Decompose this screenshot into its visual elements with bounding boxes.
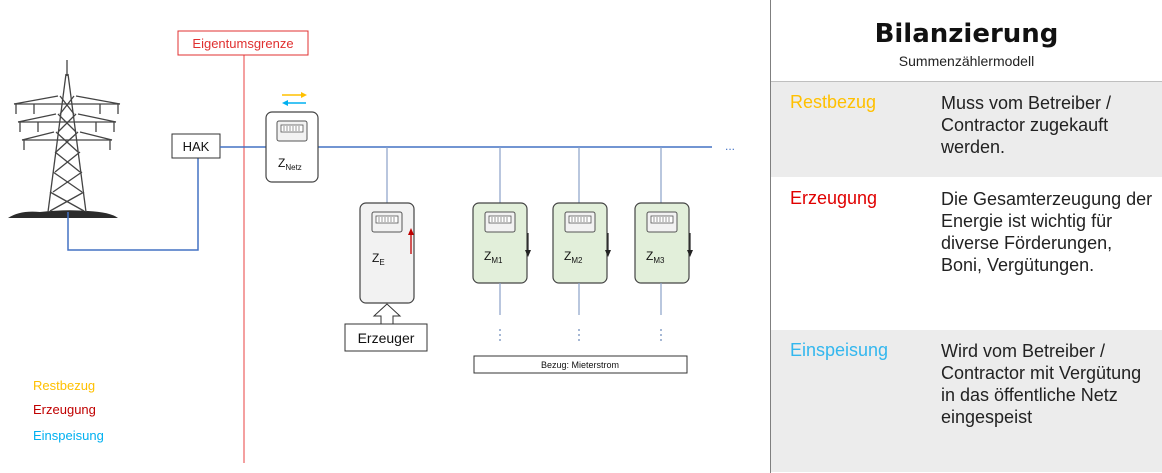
panel-row-restbezug: Restbezug Muss vom Betreiber / Contracto… [771,82,1162,178]
power-pylon-icon [13,60,121,213]
ground-icon [8,210,118,218]
row-label-erzeugung: Erzeugung [790,188,878,208]
consumption-arrow-icon [525,233,531,257]
feed-line [67,158,199,251]
panel-title: Bilanzierung [874,19,1059,49]
generator-label: Erzeuger [358,330,415,346]
hak-label: HAK [183,139,210,154]
meter-m1: ZM1 [472,202,528,284]
panel-row-erzeugung: Erzeugung Die Gesamterzeugung der Energi… [771,178,1162,330]
meter-m1-label: ZM1 [484,249,503,265]
meter-m2-label: ZM2 [564,249,583,265]
row-desc-restbezug: Muss vom Betreiber / Contractor zugekauf… [941,93,1112,157]
row-label-einspeisung: Einspeisung [790,340,889,360]
meter-e-label: ZE [372,251,385,267]
panel-subtitle: Summenzählermodell [898,53,1035,69]
meter-netz: ZNetz [265,111,319,183]
legend-einspeisung: Einspeisung [33,428,104,443]
meter-m3-label: ZM3 [646,249,665,265]
row-label-restbezug: Restbezug [790,92,877,112]
ownership-boundary-box [177,30,309,56]
vertical-ellipsis-icon [499,329,662,341]
consumption-arrow-icon [687,233,693,257]
generator-box [344,323,428,352]
generation-arrow-icon [408,228,414,254]
legend-erzeugung: Erzeugung [33,402,96,417]
consumption-label: Bezug: Mieterstrom [541,360,619,370]
meter-netz-label: ZNetz [278,156,302,172]
consumption-arrow-icon [605,233,611,257]
meter-e: ZE [359,202,415,304]
generator-arrow-icon [372,303,402,325]
panel-header: Bilanzierung Summenzählermodell [771,0,1162,82]
row-desc-erzeugung: Die Gesamterzeugung der Energie ist wich… [941,189,1153,275]
hak-box [171,133,221,159]
row-desc-einspeisung: Wird vom Betreiber / Contractor mit Verg… [941,341,1142,427]
legend-restbezug: Restbezug [33,378,96,393]
bidirectional-arrows-icon [282,92,307,106]
ownership-boundary-label: Eigentumsgrenze [192,36,293,51]
meter-m3: ZM3 [634,202,690,284]
meter-m2: ZM2 [552,202,608,284]
balance-panel: Bilanzierung Summenzählermodell Restbezu… [770,0,1162,473]
panel-row-einspeisung: Einspeisung Wird vom Betreiber / Contrac… [771,330,1162,473]
bus-continuation: ... [725,139,735,153]
consumption-box [473,355,688,374]
energy-flow-diagram: Eigentumsgrenze HAK ... ZNetz ZE [8,30,735,463]
